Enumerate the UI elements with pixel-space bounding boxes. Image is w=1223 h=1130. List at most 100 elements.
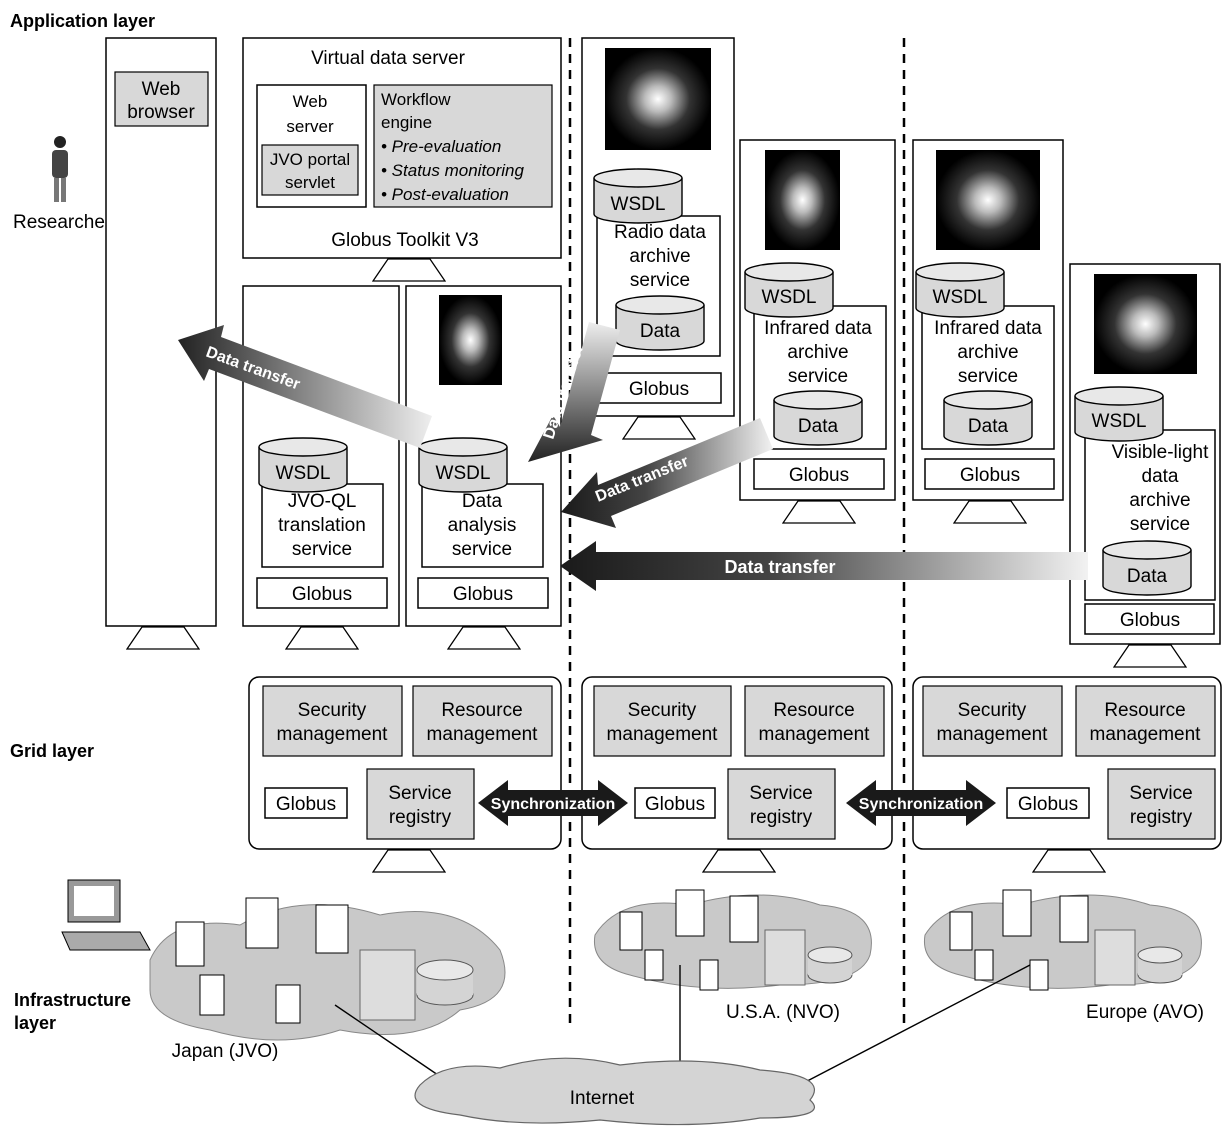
infrared-nvo-label-2: archive: [787, 342, 848, 363]
infrared-wsdl-label-nvo: WSDL: [762, 287, 817, 308]
application-layer-label: Application layer: [10, 11, 155, 31]
resource-avo-2: management: [1090, 724, 1202, 745]
grid-panel-avo: Security management Resource management …: [912, 676, 1222, 873]
sync-label-2: Synchronization: [859, 796, 983, 813]
usa-network-cloud: [593, 889, 872, 991]
security-management-avo[interactable]: [922, 685, 1063, 757]
workflow-label-2: engine: [381, 113, 432, 132]
resource-management-avo[interactable]: [1075, 685, 1216, 757]
sync-label-1: Synchronization: [491, 796, 615, 813]
visible-globus-label: Globus: [1120, 610, 1180, 631]
web-server-label-2: server: [286, 117, 334, 136]
security-nvo-2: management: [607, 724, 719, 745]
analysis-label-3: service: [452, 539, 512, 560]
grid-globus-nvo-label: Globus: [645, 794, 705, 815]
radio-globus-box: [596, 372, 722, 404]
galaxy-image-infrared-nvo: [765, 150, 840, 250]
jvoql-label-1: JVO-QL: [288, 491, 357, 512]
resource-avo-1: Resource: [1104, 700, 1185, 721]
resource-management-jvo[interactable]: [412, 685, 553, 757]
infrared-nvo-globus-label: Globus: [789, 465, 849, 486]
security-jvo-2: management: [277, 724, 389, 745]
visible-globus-box: [1084, 603, 1215, 635]
visible-label-1: Visible-light: [1112, 442, 1210, 463]
workflow-engine-box[interactable]: [373, 84, 553, 208]
grid-layer-label: Grid layer: [10, 741, 94, 761]
service-registry-nvo[interactable]: [727, 768, 836, 840]
infrared-avo-label-2: archive: [957, 342, 1018, 363]
resource-nvo-2: management: [759, 724, 871, 745]
radio-label-3: service: [630, 270, 690, 291]
data-transfer-arrow-visible: Data transfer: [560, 541, 1088, 591]
grid-globus-jvo: [264, 787, 348, 819]
analysis-globus-box: [417, 577, 549, 609]
security-avo-2: management: [937, 724, 1049, 745]
galaxy-image-analysis: [439, 295, 502, 385]
usa-label: U.S.A. (NVO): [726, 1002, 840, 1023]
infrared-avo-globus-label: Globus: [960, 465, 1020, 486]
browser-monitor: [105, 37, 217, 627]
radio-label-1: Radio data: [614, 222, 706, 243]
workflow-label-1: Workflow: [381, 90, 451, 109]
service-registry-avo[interactable]: [1107, 768, 1216, 840]
grid-panel-nvo: Security management Resource management …: [581, 676, 893, 873]
infrared-nvo-label-3: service: [788, 366, 848, 387]
infrared-wsdl-label-avo: WSDL: [933, 287, 988, 308]
portal-label-1: JVO portal: [270, 150, 350, 169]
transfer-label-visible: Data transfer: [724, 557, 835, 577]
web-browser-box[interactable]: [114, 71, 209, 127]
infrared-avo-label-1: Infrared data: [934, 318, 1042, 339]
resource-management-nvo[interactable]: [744, 685, 885, 757]
jvoql-label-3: service: [292, 539, 352, 560]
jvoql-service-box[interactable]: [261, 483, 384, 568]
web-browser-label-2: browser: [127, 102, 195, 123]
japan-label: Japan (JVO): [172, 1041, 279, 1062]
globus-toolkit-label: Globus Toolkit V3: [331, 230, 479, 251]
grid-globus-avo-label: Globus: [1018, 794, 1078, 815]
grid-panel-jvo: Security management Resource management …: [248, 676, 562, 873]
synchronization-arrow-nvo-avo: Synchronization: [846, 780, 996, 826]
jvoql-globus-label: Globus: [292, 584, 352, 605]
resource-jvo-2: management: [427, 724, 539, 745]
registry-nvo-2: registry: [750, 807, 813, 828]
galaxy-image-visible: [1094, 274, 1197, 374]
link-europe-internet: [789, 964, 1031, 1091]
infrared-nvo-label-1: Infrared data: [764, 318, 872, 339]
internet-label: Internet: [570, 1088, 635, 1109]
service-registry-jvo[interactable]: [366, 768, 475, 840]
security-management-jvo[interactable]: [262, 685, 403, 757]
visible-label-4: service: [1130, 514, 1190, 535]
resource-nvo-1: Resource: [773, 700, 854, 721]
galaxy-image-infrared-avo: [936, 150, 1040, 250]
infrared-nvo-globus-box: [753, 458, 885, 490]
registry-avo-1: Service: [1129, 783, 1192, 804]
web-server-label-1: Web: [293, 92, 328, 111]
grid-globus-jvo-label: Globus: [276, 794, 336, 815]
data-analysis-service-box[interactable]: [421, 483, 544, 568]
portal-label-2: servlet: [285, 173, 335, 192]
security-jvo-1: Security: [298, 700, 367, 721]
jvo-portal-servlet[interactable]: [261, 144, 359, 196]
radio-wsdl-label: WSDL: [611, 194, 666, 215]
jvoql-label-2: translation: [278, 515, 366, 536]
workflow-item-3: • Post-evaluation: [381, 185, 509, 204]
registry-jvo-1: Service: [388, 783, 451, 804]
internet-cloud: [414, 1057, 815, 1126]
visible-wsdl-label: WSDL: [1092, 411, 1147, 432]
resource-jvo-1: Resource: [441, 700, 522, 721]
radio-data-label: Data: [640, 321, 681, 342]
jvoql-globus-box: [256, 577, 388, 609]
infrared-avo-label-3: service: [958, 366, 1018, 387]
galaxy-image-radio: [605, 48, 711, 150]
infrared-avo-data-label: Data: [968, 416, 1009, 437]
researcher-label: Researcher: [13, 212, 112, 233]
europe-network-cloud: [923, 889, 1202, 991]
infrared-avo-globus-box: [924, 458, 1055, 490]
registry-jvo-2: registry: [389, 807, 452, 828]
registry-nvo-1: Service: [749, 783, 812, 804]
synchronization-arrow-jvo-nvo: Synchronization: [478, 780, 628, 826]
virtual-server-title: Virtual data server: [311, 48, 466, 69]
security-management-nvo[interactable]: [593, 685, 732, 757]
analysis-label-2: analysis: [448, 515, 517, 536]
